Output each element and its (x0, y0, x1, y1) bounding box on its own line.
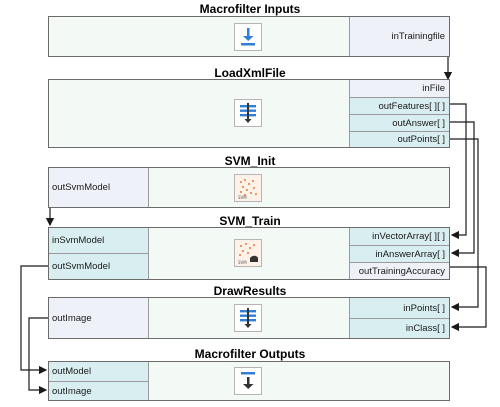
loadxmlfile-title: LoadXmlFile (214, 66, 286, 80)
port-inclass[interactable]: inClass[ ] (349, 318, 449, 338)
port-outanswer[interactable]: outAnswer[ ] (349, 114, 449, 131)
download-icon (234, 23, 262, 51)
svm-init-block[interactable]: outSvmModel SVM (48, 167, 450, 208)
macrofilter-outputs-title: Macrofilter Outputs (194, 347, 306, 361)
port-outpoints[interactable]: outPoints[ ] (349, 131, 449, 147)
port-outputs-outimage[interactable]: outImage (49, 381, 149, 400)
port-train-outsvmmodel[interactable]: outSvmModel (49, 253, 149, 279)
port-outtrainingaccuracy[interactable]: outTrainingAccuracy (349, 262, 449, 279)
filter-stack-icon (234, 99, 262, 127)
svm-train-icon: SVM (234, 239, 262, 267)
filter-stack-icon (234, 304, 262, 332)
port-intrainingfile[interactable]: inTrainingfile (349, 17, 449, 56)
port-outmodel[interactable]: outModel (49, 362, 149, 381)
port-inpoints[interactable]: inPoints[ ] (349, 298, 449, 318)
wire-image-to-outimage (28, 317, 48, 395)
wire-svmmodel-to-outmodel (20, 265, 48, 375)
svm-scatter-icon: SVM (234, 174, 262, 202)
svg-text:SVM: SVM (238, 195, 247, 200)
svm-train-title: SVM_Train (219, 214, 281, 228)
port-inanswerarray[interactable]: inAnswerArray[ ] (349, 245, 449, 262)
drawresults-block[interactable]: outImage inPoints[ ] inClass[ ] (48, 297, 450, 339)
macrofilter-outputs-block[interactable]: outModel outImage (48, 361, 450, 401)
svm-train-block[interactable]: inSvmModel outSvmModel SVM inVectorArray… (48, 227, 450, 280)
wire-points-to-inpoints (449, 138, 479, 312)
drawresults-title: DrawResults (213, 284, 287, 298)
port-invectorarray[interactable]: inVectorArray[ ][ ] (349, 228, 449, 245)
port-insvmmodel[interactable]: inSvmModel (49, 228, 149, 253)
port-outimage[interactable]: outImage (49, 298, 149, 338)
upload-icon (234, 367, 262, 395)
port-infile[interactable]: inFile (349, 80, 449, 97)
svg-text:SVM: SVM (238, 260, 247, 265)
wire-answer-to-answerarray (449, 121, 475, 258)
macrofilter-inputs-title: Macrofilter Inputs (199, 2, 301, 16)
macrofilter-inputs-block[interactable]: inTrainingfile (48, 16, 450, 57)
port-outfeatures[interactable]: outFeatures[ ][ ] (349, 97, 449, 114)
port-init-outsvmmodel[interactable]: outSvmModel (49, 168, 149, 207)
wire-traincls-to-inclass (449, 266, 487, 332)
loadxmlfile-block[interactable]: inFile outFeatures[ ][ ] outAnswer[ ] ou… (48, 79, 450, 148)
wire-features-to-vectorarray (449, 103, 467, 240)
svm-init-title: SVM_Init (224, 154, 276, 168)
